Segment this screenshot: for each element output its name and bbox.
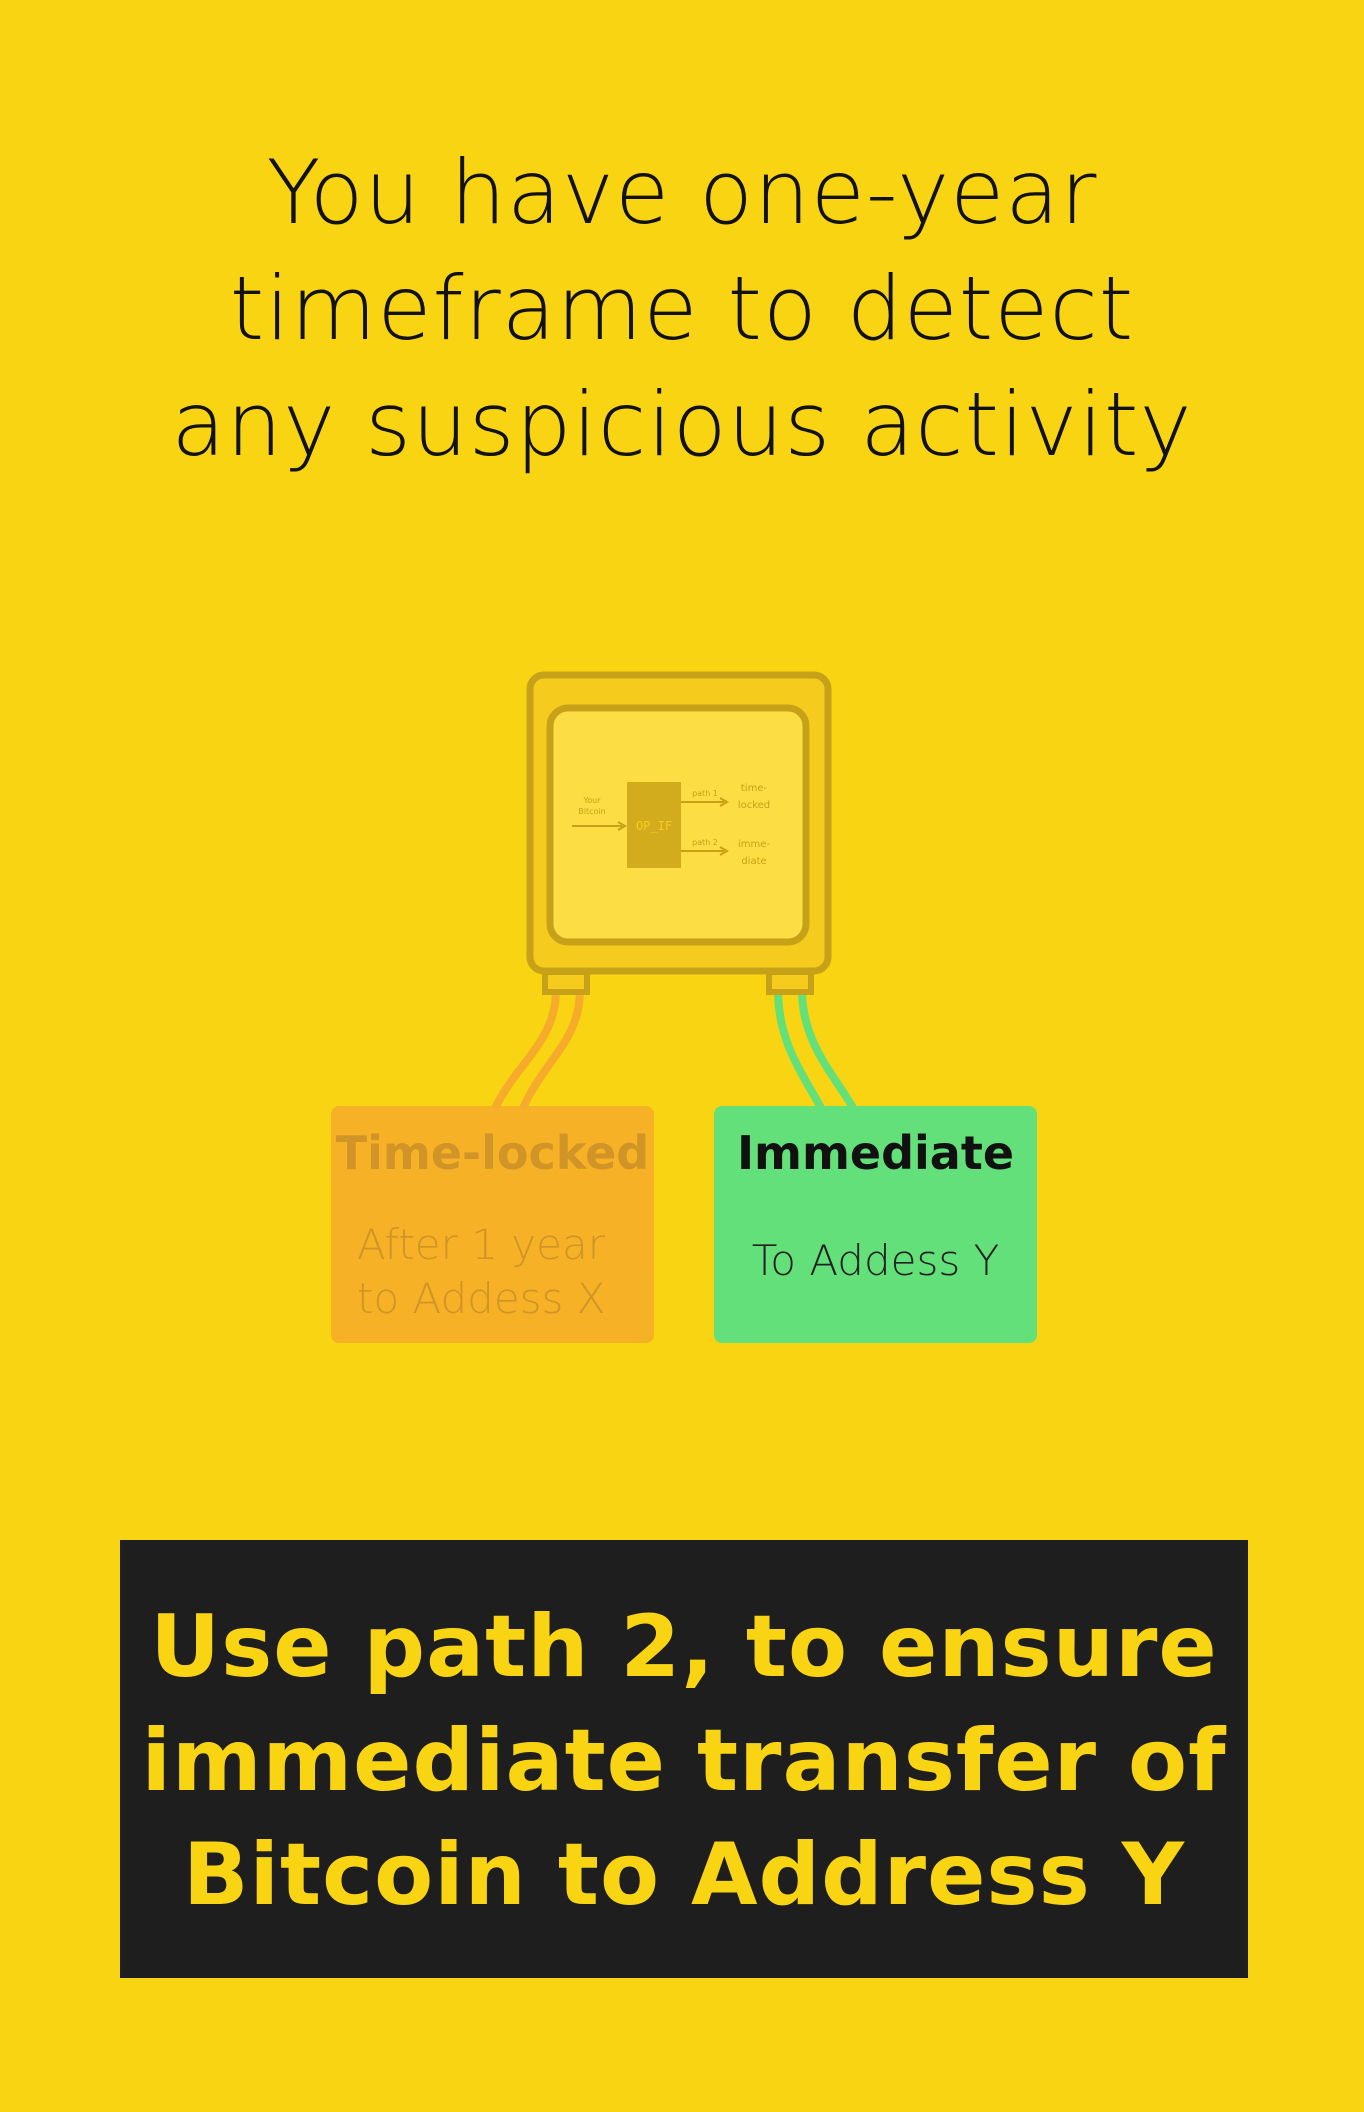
inner-flow: Your Bitcoin OP_IF path 1 time- locked p… <box>572 782 770 868</box>
callout-line-1: Use path 2, to ensure <box>150 1597 1218 1697</box>
path2-target-line2: diate <box>741 856 766 867</box>
headline-line-1: You have one-year <box>266 141 1098 244</box>
path2-label: path 2 <box>692 838 718 847</box>
immediate-title: Immediate <box>736 1126 1015 1180</box>
timelocked-body-line1: After 1 year <box>357 1220 605 1269</box>
headline: You have one-year timeframe to detect an… <box>100 135 1264 483</box>
headline-line-3: any suspicious activity <box>171 373 1193 476</box>
timelocked-body-line2: to Addess X <box>357 1274 606 1323</box>
timelocked-card: Time-locked After 1 year to Addess X <box>331 1106 654 1343</box>
callout-banner: Use path 2, to ensure immediate transfer… <box>120 1540 1248 1978</box>
timelocked-wire <box>492 986 584 1110</box>
input-label-line2: Bitcoin <box>578 807 605 816</box>
input-label-line1: Your <box>582 796 601 805</box>
callout-line-3: Bitcoin to Address Y <box>183 1825 1185 1925</box>
op-if-label: OP_IF <box>636 819 672 833</box>
path1-target-line1: time- <box>741 783 768 794</box>
callout-line-2: immediate transfer of <box>141 1711 1227 1811</box>
path1-target-line2: locked <box>738 800 770 811</box>
timelocked-title: Time-locked <box>335 1126 650 1180</box>
callout-text: Use path 2, to ensure immediate transfer… <box>120 1590 1248 1932</box>
timelocked-body: After 1 year to Addess X <box>349 1218 636 1326</box>
op-if-block <box>627 782 681 868</box>
immediate-body: To Addess Y <box>751 1236 1000 1285</box>
immediate-wire <box>774 986 856 1110</box>
path1-label: path 1 <box>692 789 718 798</box>
path2-target-line1: imme- <box>738 839 770 850</box>
immediate-card: Immediate To Addess Y <box>714 1106 1037 1343</box>
headline-line-2: timeframe to detect <box>229 257 1135 360</box>
